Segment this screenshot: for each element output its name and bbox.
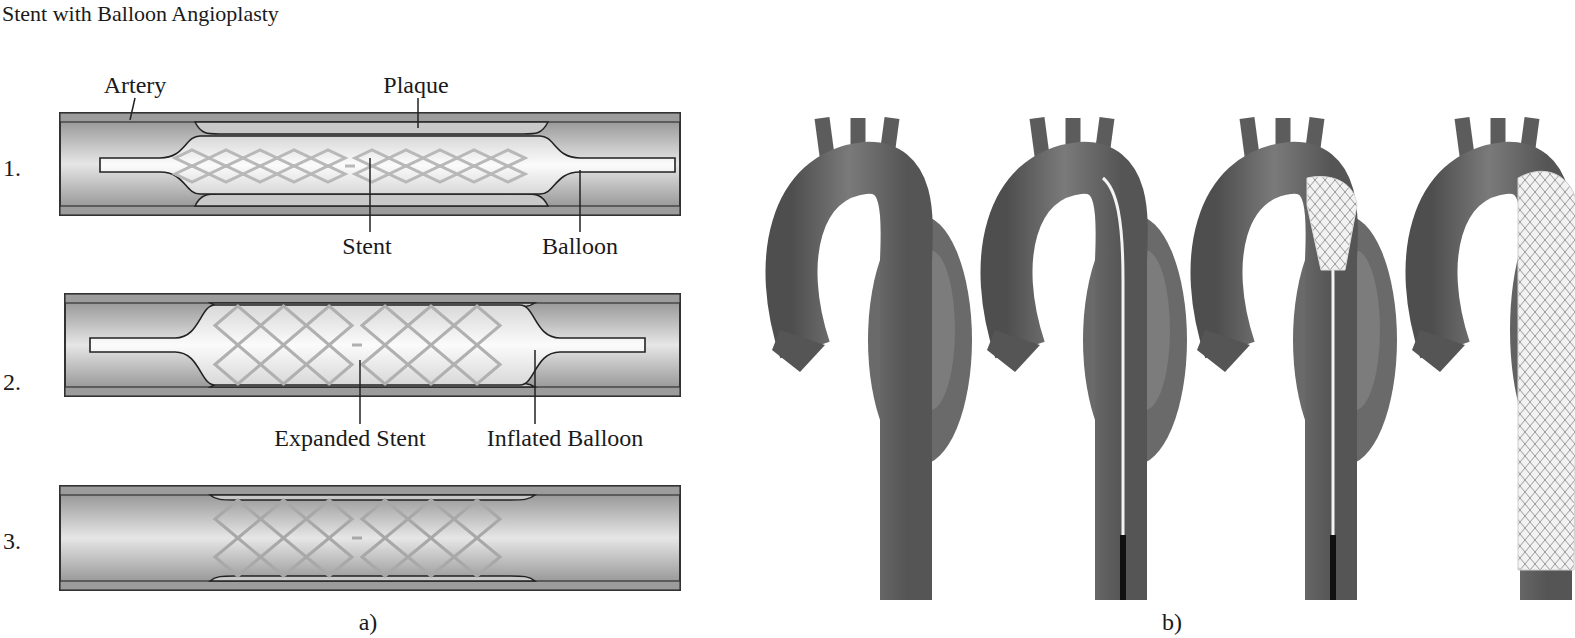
leader-line	[534, 350, 536, 424]
part-label: 2.	[3, 370, 21, 394]
part-label: Plaque	[383, 73, 448, 97]
stent-mesh	[362, 306, 500, 384]
aorta-illustration	[1197, 118, 1397, 600]
balloon-shape	[100, 136, 675, 194]
leader-line	[359, 360, 361, 424]
stent-mesh	[355, 150, 525, 182]
plaque-shape	[210, 495, 535, 500]
leader-line	[417, 98, 419, 128]
aorta-illustration	[772, 118, 972, 600]
part-label: Balloon	[542, 234, 618, 258]
figure-title: Stent with Balloon Angioplasty	[2, 3, 279, 25]
part-label: Inflated Balloon	[487, 426, 644, 450]
artery-section	[60, 486, 680, 590]
stent-mesh	[362, 500, 500, 576]
leader-line	[369, 158, 371, 232]
stent-mesh	[215, 500, 352, 576]
part-label: a)	[359, 610, 378, 634]
stent-mesh	[215, 306, 352, 384]
aorta-illustration	[987, 118, 1187, 600]
plaque-shape	[210, 576, 535, 581]
aorta-illustration	[1412, 118, 1575, 600]
part-label: b)	[1162, 610, 1182, 634]
part-label: Expanded Stent	[274, 426, 425, 450]
leader-line	[130, 98, 135, 120]
part-label: Artery	[104, 73, 167, 97]
plaque-shape	[195, 194, 548, 206]
part-label: 3.	[3, 529, 21, 553]
stent-mesh	[175, 150, 345, 182]
part-label: Stent	[342, 234, 391, 258]
leader-line	[579, 170, 581, 232]
artery-section	[65, 294, 680, 396]
part-label: 1.	[3, 156, 21, 180]
balloon-shape	[90, 305, 645, 385]
plaque-shape	[195, 122, 548, 134]
